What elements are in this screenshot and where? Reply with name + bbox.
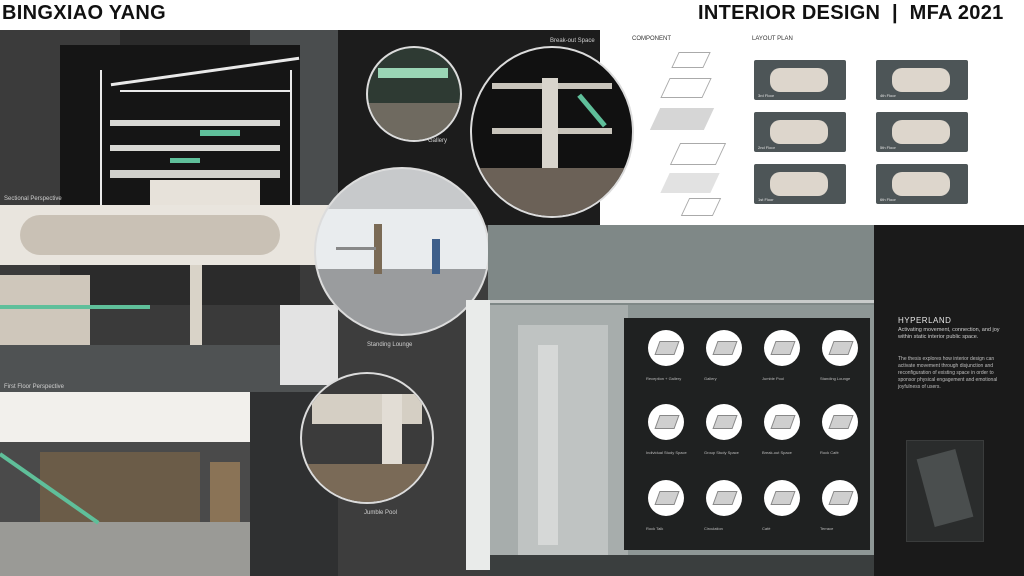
component-heading: COMPONENT [632,36,671,42]
gallery-label: Gallery [428,138,448,144]
interior-lounge-render [0,392,338,576]
space-icon-8 [822,404,858,440]
breakout-space-vignette [470,46,634,218]
plan-3rd-floor: 3rd Floor [754,60,846,100]
project-title: HYPERLAND [898,316,952,325]
standing-lounge-label: Standing Lounge [367,342,413,348]
space-label-10: Circulation [704,526,723,531]
site-plan-thumbnail [906,440,984,542]
first-floor-perspective-render [0,205,338,392]
space-label-9: Rock Talk [646,526,664,531]
space-icon-9 [648,480,684,516]
space-label-7: Break-out Space [762,450,792,455]
space-icon-4 [822,330,858,366]
first-floor-perspective-label: First Floor Perspective [4,384,65,390]
space-label-11: Café [762,526,771,531]
plan-2nd-floor: 2nd Floor [754,112,846,152]
sectional-perspective-label: Sectional Perspective [4,196,62,202]
project-description: The thesis explores how interior design … [898,356,998,390]
space-label-3: Jumble Pool [762,376,785,381]
space-icon-6 [706,404,742,440]
program-title: INTERIOR DESIGN | MFA 2021 [698,2,1004,24]
plan-4th-floor: 4th Floor [876,60,968,100]
space-icon-10 [706,480,742,516]
sectional-perspective-render [0,30,338,205]
exploded-component-diagram [649,48,735,218]
space-icon-5 [648,404,684,440]
author-name: BINGXIAO YANG [2,2,166,24]
space-icon-11 [764,480,800,516]
plan-6th-floor: 6th Floor [876,164,968,204]
gallery-vignette [366,46,462,142]
space-label-8: Rock Café [820,450,839,455]
space-label-5: Individual Study Space [646,450,687,455]
space-label-2: Gallery [704,376,717,381]
jumble-pool-vignette [300,372,434,504]
standing-lounge-vignette [314,167,490,336]
breakout-space-label: Break-out Space [550,38,595,44]
space-icon-12 [822,480,858,516]
plan-5th-floor: 5th Floor [876,112,968,152]
space-label-4: Standing Lounge [820,376,851,381]
project-tagline: Activating movement, connection, and joy… [898,327,1000,340]
layout-plan-heading: LAYOUT PLAN [752,36,793,42]
space-icon-3 [764,330,800,366]
jumble-pool-label: Jumble Pool [364,510,398,516]
space-label-1: Reception + Gallery [646,376,682,381]
space-icon-1 [648,330,684,366]
space-label-12: Terrace [820,526,834,531]
space-icon-7 [764,404,800,440]
space-label-6: Group Study Space [704,450,739,455]
space-icon-2 [706,330,742,366]
plan-1st-floor: 1st Floor [754,164,846,204]
